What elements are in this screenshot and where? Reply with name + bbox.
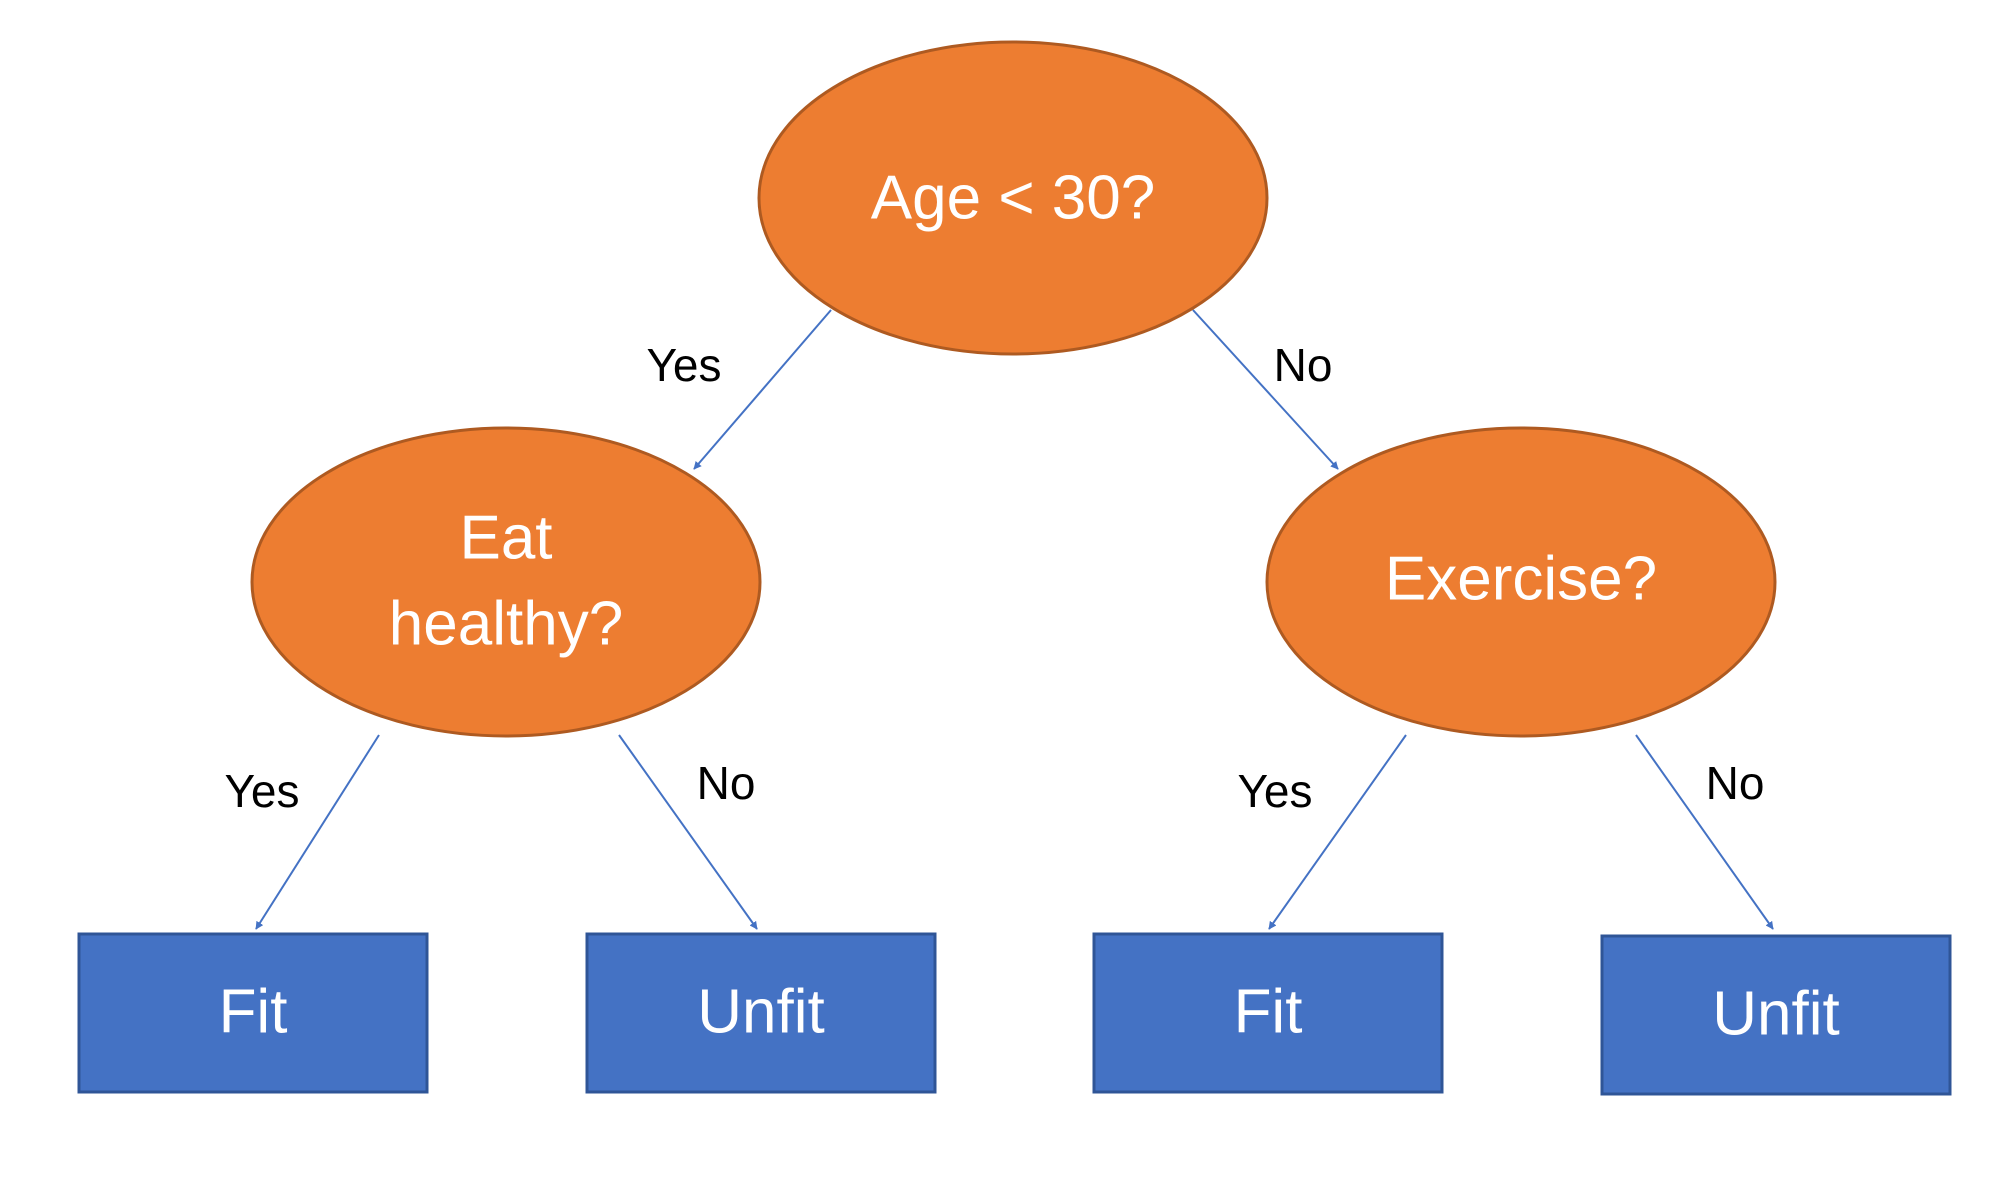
right-decision-node: Exercise? — [1265, 426, 1777, 738]
root-decision-node: Age < 30? — [757, 40, 1269, 356]
edge-label-left-left: Yes — [224, 765, 299, 817]
leaf-label-unfit-left: Unfit — [697, 977, 824, 1046]
edge-label-root-left: Yes — [646, 339, 721, 391]
edge-right-to-fit — [1268, 734, 1407, 930]
edge-root-to-left — [693, 309, 832, 470]
root-decision-label: Age < 30? — [871, 163, 1155, 232]
left-decision-label-line1: Eat — [459, 503, 552, 572]
leaf-label-fit-left: Fit — [219, 977, 288, 1046]
leaf-node-fit-right: Fit — [1092, 932, 1444, 1094]
leaf-label-unfit-right: Unfit — [1712, 979, 1839, 1048]
left-decision-label-line2: healthy? — [389, 589, 623, 658]
leaf-node-unfit-left: Unfit — [585, 932, 937, 1094]
edge-label-root-right: No — [1274, 339, 1333, 391]
edge-root-to-right — [1192, 309, 1339, 470]
leaf-node-fit-left: Fit — [77, 932, 429, 1094]
leaf-label-fit-right: Fit — [1234, 977, 1303, 1046]
edge-label-left-right: No — [697, 757, 756, 809]
edge-label-right-left: Yes — [1237, 765, 1312, 817]
leaf-node-unfit-right: Unfit — [1600, 934, 1952, 1096]
edge-left-to-fit — [255, 734, 380, 930]
right-decision-label: Exercise? — [1385, 544, 1657, 613]
edge-left-to-unfit — [618, 734, 758, 930]
edge-label-right-right: No — [1706, 757, 1765, 809]
edge-right-to-unfit — [1635, 734, 1774, 930]
left-decision-node: Eat healthy? — [250, 426, 762, 738]
